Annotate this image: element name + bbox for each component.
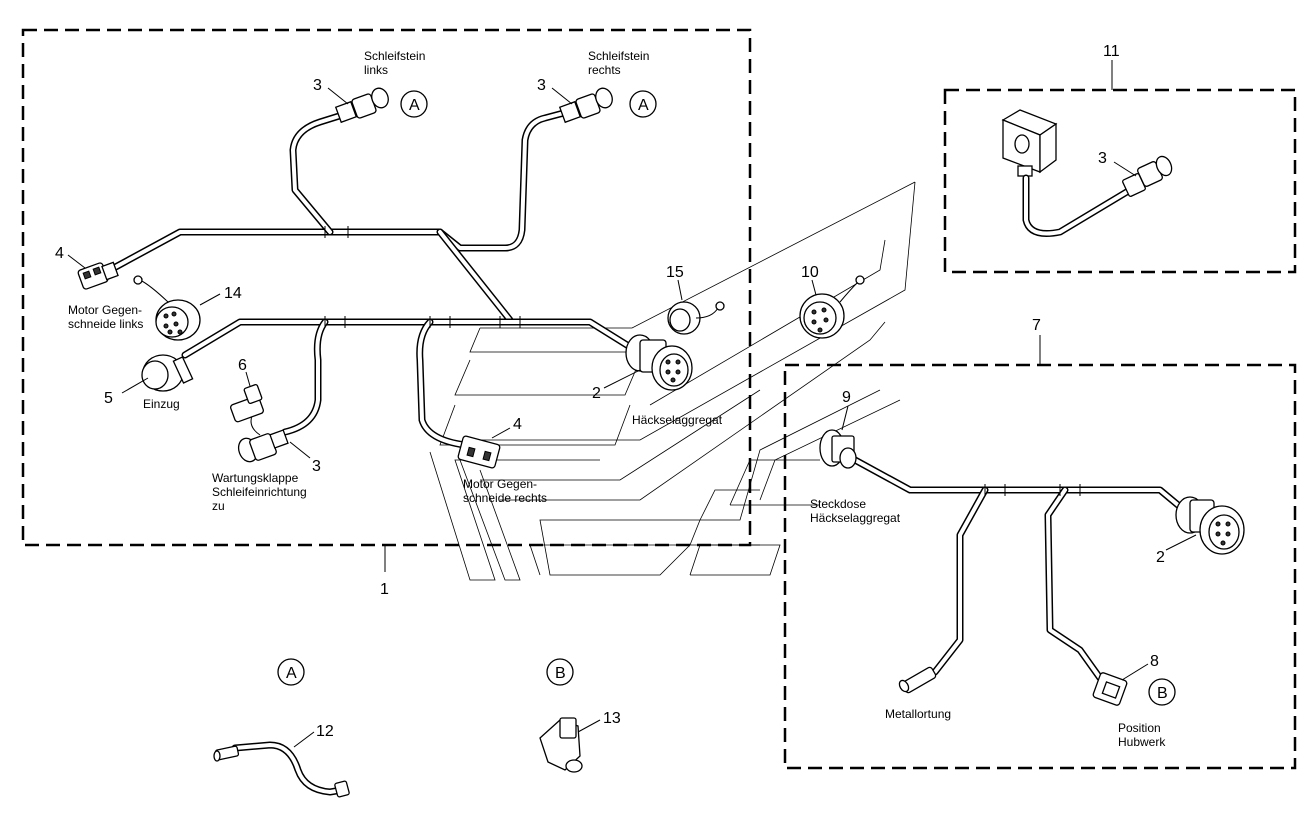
steckdose-socket <box>819 429 857 469</box>
callout-4-rechts: 4 <box>513 416 522 433</box>
label-wartung-3: zu <box>212 499 225 513</box>
label-schleifstein-links-1: Schleifstein <box>364 49 425 63</box>
marker-b-circle-1 <box>1148 678 1176 706</box>
position-hubwerk-connector <box>1092 672 1128 706</box>
marker-a-circle-1 <box>400 90 428 118</box>
callout-12: 12 <box>316 723 334 740</box>
label-motor-rechts-1: Motor Gegen- <box>463 477 537 491</box>
label-einzug: Einzug <box>143 397 180 411</box>
group7-connector-2 <box>1175 496 1245 555</box>
callout-3-group11: 3 <box>1098 150 1107 167</box>
callout-6: 6 <box>238 357 247 374</box>
callout-9: 9 <box>842 389 851 406</box>
einzug-connector <box>141 354 194 392</box>
label-motor-links-2: schneide links <box>68 317 143 331</box>
callout-3-wartung: 3 <box>312 458 321 475</box>
label-schleifstein-rechts-1: Schleifstein <box>588 49 649 63</box>
label-position-1: Position <box>1118 721 1161 735</box>
callout-2-group7: 2 <box>1156 549 1165 566</box>
group-1-frame <box>21 28 752 547</box>
label-metallortung: Metallortung <box>885 707 951 721</box>
group-7-harness <box>851 456 1194 682</box>
label-schleifstein-rechts-2: rechts <box>588 63 621 77</box>
label-position-2: Hubwerk <box>1118 735 1166 749</box>
callout-2-main: 2 <box>592 385 601 402</box>
label-steckdose-1: Steckdose <box>810 497 866 511</box>
label-haeckselaggregat: Häckselaggregat <box>632 413 723 427</box>
callout-4-links: 4 <box>55 245 64 262</box>
main-harness-cables <box>106 106 639 449</box>
part-12-cable <box>213 741 350 798</box>
label-motor-links-1: Motor Gegen- <box>68 303 142 317</box>
motor-links-connector <box>77 261 119 290</box>
callout-3-rechts: 3 <box>537 77 546 94</box>
callout-8: 8 <box>1150 653 1159 670</box>
marker-b-1: B <box>1157 685 1168 702</box>
callout-13: 13 <box>603 710 621 727</box>
group-11-sensor <box>1001 109 1173 237</box>
marker-a-circle-3 <box>277 658 305 686</box>
group-11-number: 11 <box>1103 43 1120 60</box>
part-10-cap <box>799 275 865 339</box>
label-steckdose-2: Häckselaggregat <box>810 511 901 525</box>
marker-a-circle-2 <box>629 90 657 118</box>
group-7-number: 7 <box>1032 317 1041 334</box>
schleifstein-rechts-connector <box>558 87 613 124</box>
marker-a-3: A <box>286 665 297 682</box>
group-1-number: 1 <box>380 581 389 598</box>
callout-10: 10 <box>801 264 819 281</box>
part-13-plug <box>539 717 583 773</box>
label-motor-rechts-2: schneide rechts <box>463 491 547 505</box>
callout-14: 14 <box>224 285 242 302</box>
label-wartung-1: Wartungsklappe <box>212 471 299 485</box>
part-15-cap <box>667 301 725 335</box>
junction-ticks <box>324 226 521 328</box>
schleifstein-links-connector <box>334 87 389 124</box>
wartung-connector <box>237 429 289 463</box>
marker-a-1: A <box>409 97 420 114</box>
marker-a-2: A <box>638 97 649 114</box>
marker-b-circle-2 <box>546 658 574 686</box>
group-11-frame <box>943 88 1297 274</box>
group-7-frame <box>783 363 1297 770</box>
callout-5: 5 <box>104 390 113 407</box>
haeckselaggregat-connector <box>625 334 693 391</box>
label-schleifstein-links-2: links <box>364 63 388 77</box>
motor-rechts-connector <box>457 435 501 469</box>
part-6-connector <box>230 384 264 423</box>
metallortung-sensor <box>898 666 937 694</box>
callout-3-links: 3 <box>313 77 322 94</box>
marker-b-2: B <box>555 665 566 682</box>
callout-15: 15 <box>666 264 684 281</box>
label-wartung-2: Schleifeinrichtung <box>212 485 307 499</box>
part-14-cap <box>133 275 201 341</box>
